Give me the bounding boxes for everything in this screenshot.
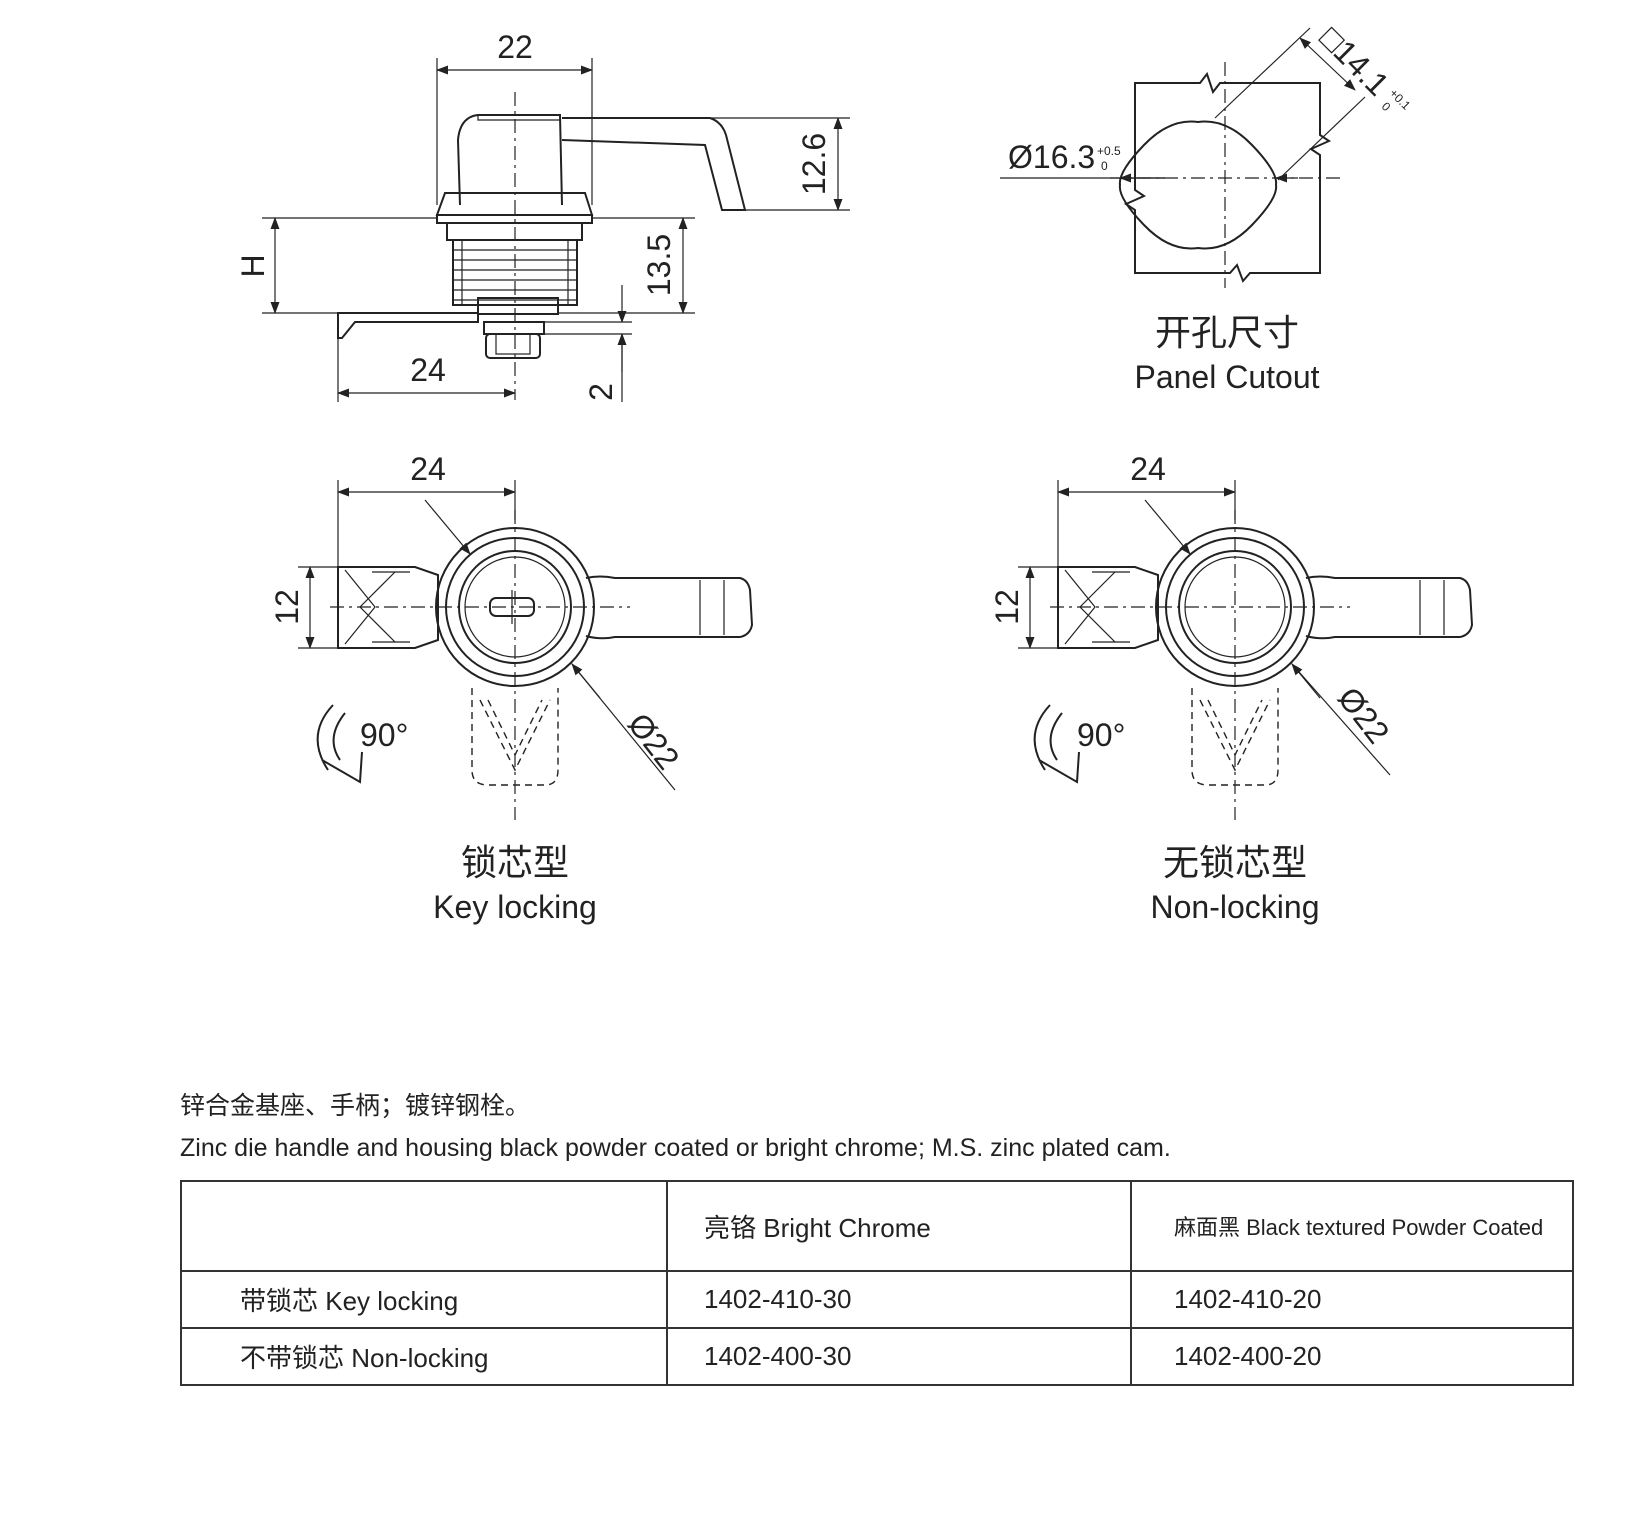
panel-cutout-view: Ø16.3 +0.5 0 □14.1 +0.1 0 开孔尺寸 Panel Cut… — [1000, 19, 1414, 395]
table-cell: 1402-400-30 — [666, 1327, 1132, 1386]
table-row: 带锁芯 Key locking 1402-410-30 1402-410-20 — [180, 1270, 1574, 1329]
table-cell: 1402-410-30 — [666, 1270, 1132, 1329]
dim-cutout-diameter-tol-lower: 0 — [1101, 159, 1108, 173]
technical-drawing: 22 12.6 H 13.5 24 2 — [235, 19, 1474, 925]
note-cn: 锌合金基座、手柄；镀锌钢栓。 — [180, 1092, 531, 1120]
dim-cutout-square-tol-lower: 0 — [1379, 99, 1394, 114]
cutout-caption-cn: 开孔尺寸 — [1155, 312, 1299, 353]
table-cell: 带锁芯 Key locking — [180, 1270, 668, 1329]
key-dim-height: 12 — [269, 589, 305, 625]
part-number-table: 亮铬 Bright Chrome 麻面黑 Black textured Powd… — [180, 1180, 1574, 1386]
key-rotation: 90° — [360, 717, 408, 753]
dim-cutout-diameter: Ø16.3 — [1008, 139, 1095, 175]
non-dim-height: 12 — [989, 589, 1025, 625]
dim-thread-length: 13.5 — [641, 234, 677, 296]
material-notes: 锌合金基座、手柄；镀锌钢栓。 Zinc die handle and housi… — [180, 1085, 1171, 1169]
non-rotation: 90° — [1077, 717, 1125, 753]
key-dim-width: 24 — [410, 451, 446, 487]
non-caption-en: Non-locking — [1151, 889, 1320, 925]
dim-H: H — [235, 254, 271, 277]
dim-cam-thickness: 2 — [583, 383, 619, 401]
table-header-cell: 亮铬 Bright Chrome — [666, 1180, 1132, 1272]
table-cell: 1402-410-20 — [1130, 1270, 1574, 1329]
table-row: 不带锁芯 Non-locking 1402-400-30 1402-400-20 — [180, 1327, 1574, 1386]
dim-top-width: 22 — [497, 29, 533, 65]
non-dim-diameter: Ø22 — [1331, 680, 1397, 750]
dim-handle-height: 12.6 — [796, 133, 832, 195]
cutout-caption-en: Panel Cutout — [1134, 359, 1319, 395]
table-cell: 不带锁芯 Non-locking — [180, 1327, 668, 1386]
non-dim-width: 24 — [1130, 451, 1166, 487]
table-header-cell — [180, 1180, 668, 1272]
table-header-row: 亮铬 Bright Chrome 麻面黑 Black textured Powd… — [180, 1180, 1574, 1272]
key-caption-en: Key locking — [433, 889, 597, 925]
non-locking-view: 24 12 Ø22 90° 无锁芯型 Non-locking — [989, 451, 1474, 925]
dim-cam-offset: 24 — [410, 352, 446, 388]
dim-cutout-square-tol-upper: +0.1 — [1387, 86, 1414, 113]
table-header-cell: 麻面黑 Black textured Powder Coated — [1130, 1180, 1574, 1272]
table-cell: 1402-400-20 — [1130, 1327, 1574, 1386]
key-locking-view: 24 12 Ø22 90° 锁芯型 Key locking — [269, 451, 754, 925]
key-dim-diameter: Ø22 — [621, 706, 687, 776]
note-en: Zinc die handle and housing black powder… — [180, 1134, 1171, 1162]
non-caption-cn: 无锁芯型 — [1163, 842, 1307, 883]
key-caption-cn: 锁芯型 — [461, 842, 569, 883]
dim-cutout-diameter-tol-upper: +0.5 — [1097, 144, 1121, 158]
side-view: 22 12.6 H 13.5 24 2 — [235, 29, 850, 402]
